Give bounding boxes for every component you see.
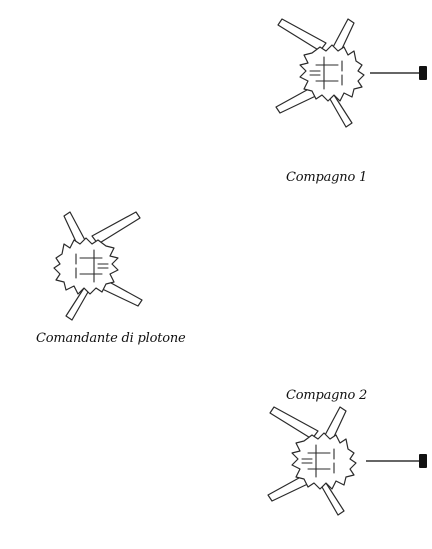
arrow-compagno-1 [370, 66, 427, 80]
label-comandante: Comandante di plotone [36, 331, 186, 346]
label-compagno-2: Compagno 2 [286, 388, 367, 403]
arrow-compagno-2 [366, 454, 427, 468]
soldier-compagno-2 [268, 407, 356, 515]
soldier-compagno-1 [276, 19, 364, 127]
soldier-comandante [54, 212, 142, 320]
label-compagno-1: Compagno 1 [286, 170, 367, 185]
